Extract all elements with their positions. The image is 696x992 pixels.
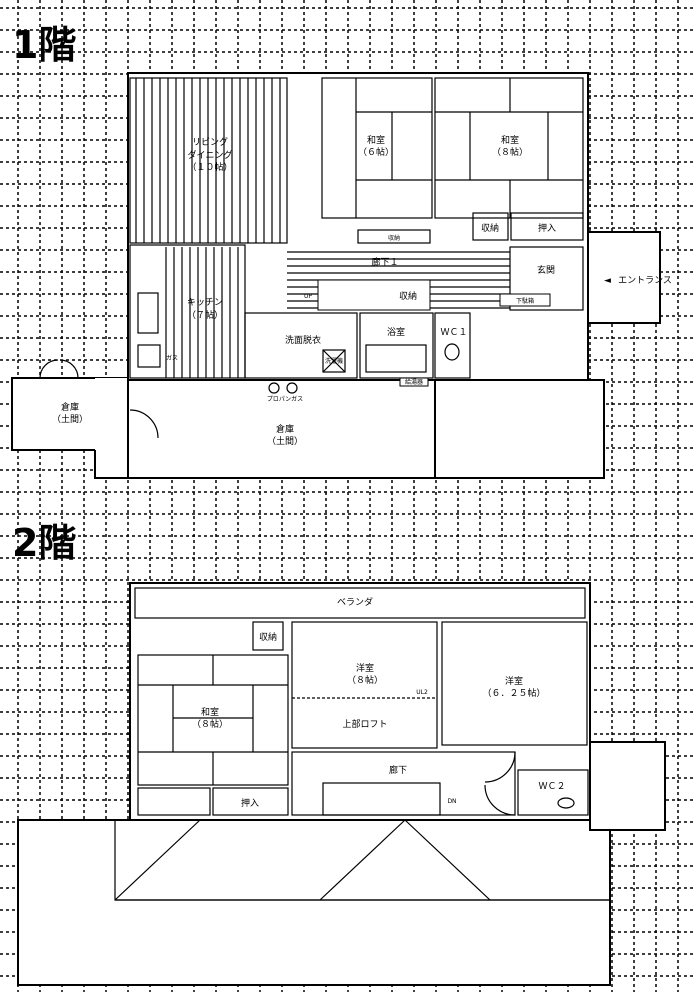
washitsu6-label: 和室 [367, 134, 385, 146]
youshitsu625-room [441, 621, 588, 746]
storage-a [357, 229, 431, 244]
stove-icon [137, 344, 161, 368]
washitsu6-room [321, 77, 433, 219]
gas-label: ガス [166, 354, 178, 362]
youshitsu625-size: （６．２５帖） [482, 687, 545, 699]
small-storage-extension [95, 378, 130, 478]
veranda-label: ベランダ [337, 596, 373, 608]
washitsu8-2-size: （８帖） [192, 718, 228, 730]
oshiire-2 [212, 787, 289, 816]
getabako [499, 293, 551, 307]
living-label: リビング [192, 136, 228, 148]
oshiire-2-label: 押入 [241, 797, 259, 809]
washitsu6-tatami-lines [355, 78, 432, 218]
storage-c-label: 収納 [399, 290, 417, 302]
loft-label: 上部ロフト [342, 718, 387, 730]
senmen-label: 洗面脱衣 [285, 334, 321, 346]
genkan-label: 玄関 [537, 264, 555, 276]
floor-2: 2階 ベランダ 収納 洋室 （８帖） UL2 [12, 521, 666, 986]
propane-label: プロパンガス [267, 395, 303, 403]
toilet-icon [444, 343, 460, 361]
storage-small-label: 倉庫 [61, 401, 79, 413]
storage-2 [252, 621, 284, 651]
washer-icon [322, 349, 346, 373]
washitsu8-label: 和室 [501, 134, 519, 146]
washitsu8-size: （８帖） [492, 146, 528, 158]
hallway-2-label: 廊下 [389, 764, 407, 776]
small-storage-wall [94, 450, 130, 479]
storage-b [472, 212, 509, 241]
floor-1-main-outline [127, 72, 589, 381]
hallway-label: 廊下１ [371, 256, 398, 268]
wc2-room [517, 769, 589, 816]
storage-big-sub: （土間） [267, 435, 303, 447]
propane-tank-icon [268, 382, 298, 394]
youshitsu625-label: 洋室 [505, 675, 523, 687]
youshitsu8-size: （８帖） [347, 674, 383, 686]
water-heater-icon [399, 377, 429, 387]
heater-label: 給湯器 [405, 378, 423, 386]
youshitsu8-label: 洋室 [356, 662, 374, 674]
sink-icon [137, 292, 159, 334]
kitchen-size: （７帖） [187, 309, 223, 321]
washitsu6-size: （６帖） [358, 146, 394, 158]
roof-lines [114, 819, 611, 901]
oshiire-label: 押入 [538, 222, 556, 234]
floor-2-annex [589, 741, 666, 831]
storage-b-label: 収納 [481, 222, 499, 234]
getabako-label: 下駄箱 [516, 297, 534, 305]
yokushitsu-label: 浴室 [387, 326, 405, 338]
washitsu8-tatami-lines [435, 78, 583, 218]
storage-outline [127, 379, 605, 479]
washitsu8-2-tatami-lines [138, 655, 288, 785]
entrance-arrow-icon: ◄ [604, 276, 611, 286]
floor-1-title: 1階 [12, 23, 76, 67]
floor-1: 1階 [11, 23, 672, 479]
kitchen-label: キッチン [187, 297, 223, 308]
genkan [509, 246, 584, 311]
wc1-room [434, 312, 471, 379]
wc2-label: ＷＣ２ [538, 782, 565, 792]
kitchen-room [129, 244, 246, 379]
door-swing-icon [484, 751, 516, 816]
entrance-label: エントランス [618, 275, 672, 286]
dn-label: DN [447, 798, 456, 805]
double-door-swing-icon [39, 359, 79, 379]
oshiire [510, 212, 584, 241]
closet-2 [137, 787, 211, 816]
senmen-room [244, 312, 358, 379]
roof-outline [17, 819, 611, 986]
washer-label: 洗濯機 [325, 357, 343, 365]
toilet-icon [557, 797, 575, 809]
dining-label: ダイニング [187, 149, 232, 161]
washitsu8-2-label: 和室 [201, 706, 219, 718]
living-room [129, 77, 288, 244]
storage-a-label: 収納 [388, 234, 400, 242]
veranda [134, 587, 586, 619]
door-swing-icon [129, 409, 159, 439]
living-size: （１０帖） [187, 161, 232, 173]
storage-small-sub: （土間） [52, 413, 88, 425]
stairs-2 [322, 782, 441, 816]
floor-2-title: 2階 [12, 521, 76, 565]
washitsu8-room [434, 77, 584, 219]
ul-label: UL2 [416, 689, 428, 696]
storage-big-label: 倉庫 [276, 423, 294, 435]
wc1-label: ＷＣ１ [440, 328, 467, 338]
storage-2-label: 収納 [259, 631, 277, 643]
bathtub [365, 344, 427, 373]
up-label: UP [304, 293, 312, 300]
living-floor-pattern [135, 78, 281, 378]
youshitsu8-room [291, 621, 438, 749]
stairs-and-storage-c [317, 279, 431, 311]
bath-room [359, 312, 434, 379]
